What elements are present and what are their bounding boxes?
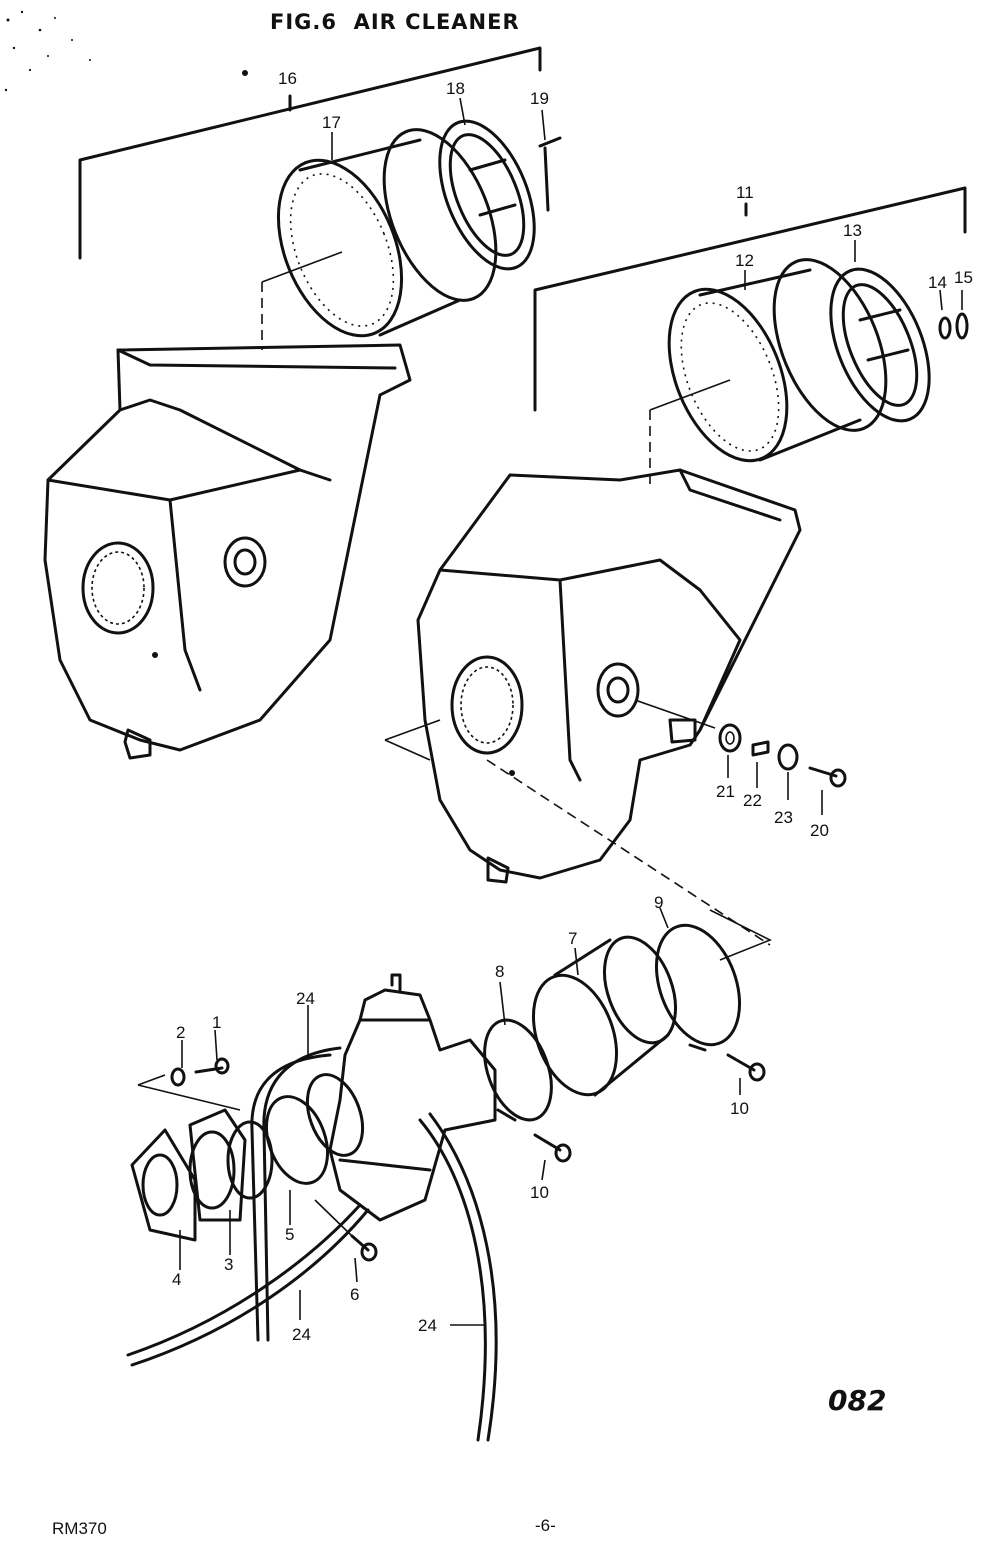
scan-noise [4,10,248,92]
band-9 [654,909,772,1052]
callout-4: 4 [172,1270,181,1289]
callout-labels: 16 17 18 19 11 12 13 14 15 21 22 23 20 9… [172,69,973,1344]
filter-holder-13 [829,267,931,423]
callout-11: 11 [736,183,754,202]
gasket-4 [130,1128,197,1242]
callout-3: 3 [224,1255,233,1274]
screw-10-lower [533,1133,572,1163]
callout-23: 23 [774,808,793,827]
callout-19: 19 [530,89,549,108]
filter-element-12 [649,258,888,485]
callout-16: 16 [278,69,297,88]
callout-17: 17 [322,113,341,132]
callout-14: 14 [928,273,947,292]
callout-24-bottom-left: 24 [292,1325,311,1344]
bracket-group-16 [78,46,542,260]
screw-10-upper [726,1053,766,1082]
reference-code: 082 [828,1384,887,1417]
callout-24-bottom-right: 24 [418,1316,437,1335]
callout-12: 12 [735,251,754,270]
air-box-right [384,468,802,946]
callout-2: 2 [176,1023,185,1042]
callout-13: 13 [843,221,862,240]
callout-15: 15 [954,268,973,287]
callout-10-lower: 10 [530,1183,549,1202]
fasteners-20-23 [718,723,847,788]
callout-7: 7 [568,929,577,948]
callout-8: 8 [495,962,504,981]
clamp-8 [483,1018,553,1122]
callout-5: 5 [285,1225,294,1244]
callout-20: 20 [810,821,829,840]
vent-tubes-24 [126,1046,498,1442]
callout-9: 9 [654,893,663,912]
callout-22: 22 [743,791,762,810]
callout-6: 6 [350,1285,359,1304]
callout-1: 1 [212,1013,221,1032]
page-number: -6- [535,1516,556,1535]
callout-10-upper: 10 [730,1099,749,1118]
filter-element-17 [261,128,498,350]
model-code: RM370 [52,1519,107,1538]
bracket-group-11 [533,186,967,412]
insulator-3 [188,1108,274,1222]
air-box-left [43,343,412,760]
callout-24-top: 24 [296,989,315,1008]
washer-14-nut-15 [938,312,969,340]
carburetor-body [328,973,497,1222]
intake-pipe-7 [531,935,677,1097]
callout-18: 18 [446,79,465,98]
screw-6 [314,1199,378,1262]
figure-title: FIG.6 AIR CLEANER [270,10,520,34]
nut-2-bolt-1 [137,1057,241,1111]
filter-holder-18 [438,119,536,271]
callout-leader-lines [179,97,963,1326]
bolt-19 [538,136,562,212]
callout-21: 21 [716,782,735,801]
